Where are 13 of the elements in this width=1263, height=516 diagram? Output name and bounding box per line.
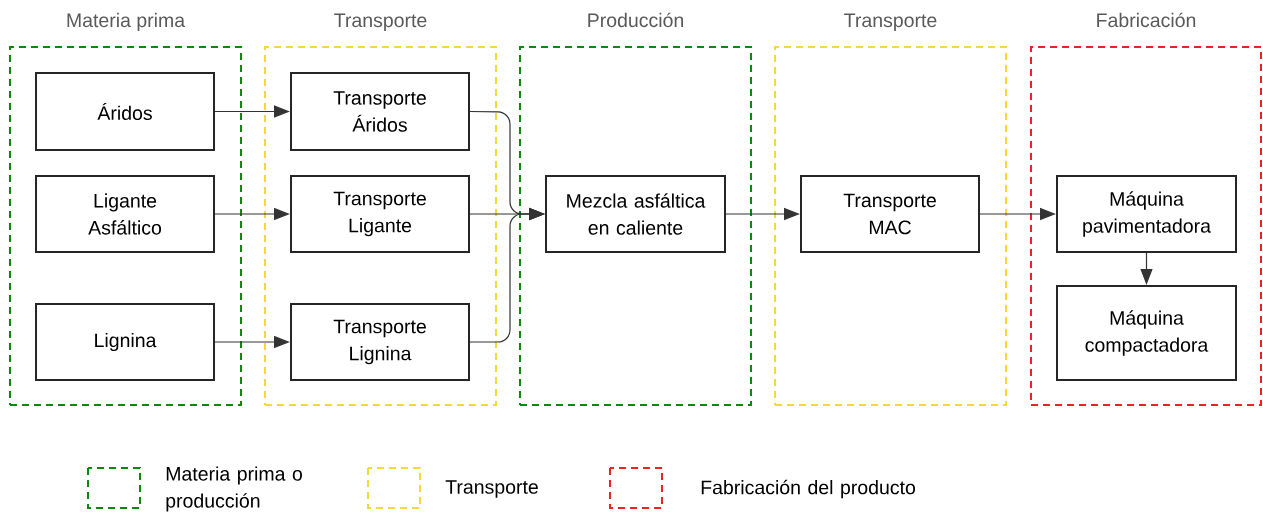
process-box: Áridos — [35, 72, 215, 151]
process-box: Mezcla asfáltica en caliente — [545, 175, 726, 253]
process-box: Transporte Ligante — [290, 175, 470, 253]
legend-label: Fabricación del producto — [701, 479, 916, 499]
process-box: Transporte MAC — [800, 175, 980, 253]
process-box: Máquina pavimentadora — [1056, 175, 1237, 253]
process-box: Transporte Áridos — [290, 72, 470, 151]
process-box: Transporte Lignina — [290, 303, 470, 381]
legend-label: Transporte — [445, 480, 538, 498]
process-box: Lignina — [35, 303, 215, 381]
legend-label: Materia prima o producción — [166, 466, 302, 512]
process-box: Máquina compactadora — [1056, 285, 1237, 381]
process-box: Ligante Asfáltico — [35, 175, 215, 253]
